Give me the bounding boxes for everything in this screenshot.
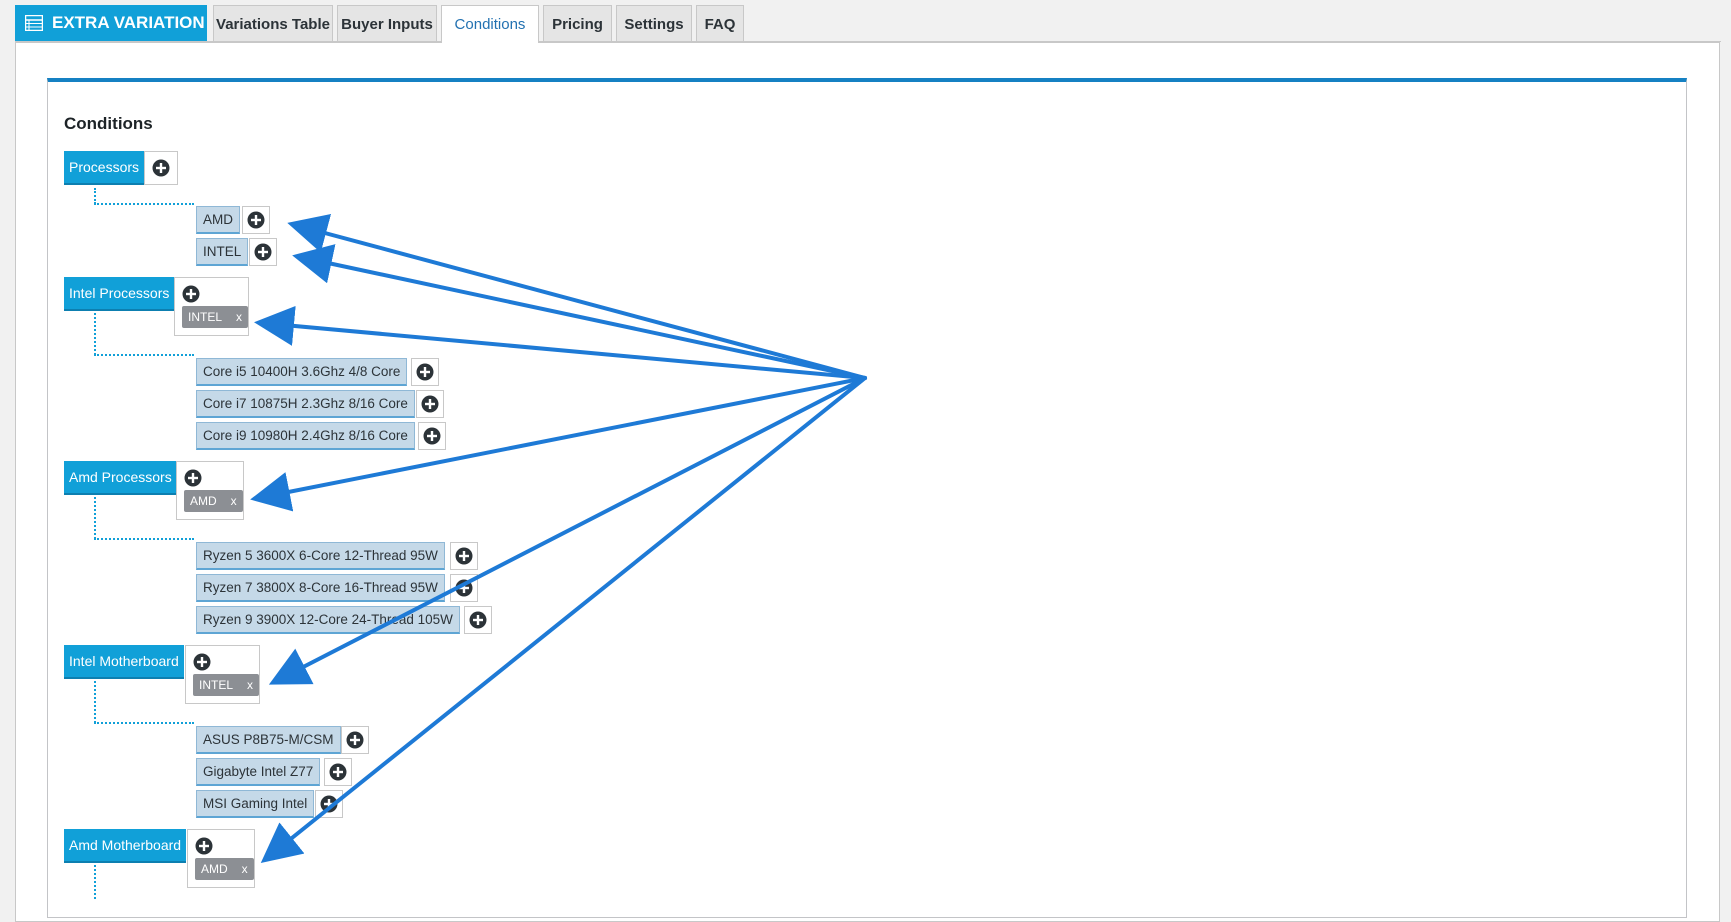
- group-intel-motherboard[interactable]: Intel Motherboard: [64, 645, 184, 679]
- plus-circle-icon: [416, 363, 434, 381]
- group-amd-motherboard[interactable]: Amd Motherboard: [64, 829, 187, 863]
- list-item[interactable]: Ryzen 9 3900X 12-Core 24-Thread 105W: [196, 606, 460, 634]
- list-item[interactable]: Gigabyte Intel Z77: [196, 758, 321, 786]
- plus-circle-icon: [247, 211, 265, 229]
- condition-box: INTEL x: [174, 277, 249, 336]
- plus-circle-icon: [329, 763, 347, 781]
- section-title: Conditions: [64, 114, 153, 133]
- list-item[interactable]: Core i7 10875H 2.3Ghz 8/16 Core: [196, 390, 415, 418]
- tab-faq[interactable]: FAQ: [696, 5, 744, 42]
- plus-circle-icon: [455, 579, 473, 597]
- add-condition-button[interactable]: [315, 790, 343, 818]
- chip-label: INTEL: [199, 678, 234, 692]
- chip-remove-button[interactable]: x: [230, 494, 237, 508]
- chip-label: INTEL: [188, 310, 223, 324]
- add-condition-button[interactable]: [249, 238, 277, 266]
- tab-buyer-inputs[interactable]: Buyer Inputs: [337, 5, 437, 42]
- list-item[interactable]: MSI Gaming Intel: [196, 790, 315, 818]
- tab-pricing[interactable]: Pricing: [543, 5, 612, 42]
- tree-connector: [94, 313, 96, 355]
- group-amd-processors[interactable]: Amd Processors: [64, 461, 177, 495]
- condition-chip: AMD x: [195, 858, 254, 880]
- tree-connector: [94, 203, 194, 205]
- plus-circle-icon: [193, 653, 211, 671]
- tab-conditions[interactable]: Conditions: [441, 5, 539, 43]
- plus-circle-icon: [182, 285, 200, 303]
- chip-label: AMD: [190, 494, 217, 508]
- condition-chip: AMD x: [184, 490, 243, 512]
- chip-label: AMD: [201, 862, 228, 876]
- plus-circle-icon: [423, 427, 441, 445]
- add-condition-button[interactable]: [341, 726, 369, 754]
- condition-box: INTEL x: [185, 645, 260, 704]
- plus-circle-icon: [346, 731, 364, 749]
- add-condition-button[interactable]: [411, 358, 439, 386]
- tab-variations-table[interactable]: Variations Table: [213, 5, 333, 42]
- add-condition-button[interactable]: [450, 574, 478, 602]
- tree-connector: [94, 681, 96, 723]
- plus-circle-icon: [469, 611, 487, 629]
- add-condition-button[interactable]: [450, 542, 478, 570]
- plus-circle-icon: [184, 469, 202, 487]
- group-processors[interactable]: Processors: [64, 151, 145, 185]
- condition-chip: INTEL x: [182, 306, 249, 328]
- app-brand: EXTRA VARIATION: [15, 5, 207, 41]
- add-condition-button[interactable]: [242, 206, 270, 234]
- list-item[interactable]: ASUS P8B75-M/CSM: [196, 726, 341, 754]
- plus-circle-icon: [421, 395, 439, 413]
- list-item[interactable]: Ryzen 5 3600X 6-Core 12-Thread 95W: [196, 542, 445, 570]
- add-condition-button[interactable]: [193, 653, 211, 674]
- plus-circle-icon: [152, 159, 170, 177]
- tree-connector: [94, 865, 96, 899]
- tab-divider: [15, 41, 1721, 42]
- tab-settings[interactable]: Settings: [616, 5, 692, 42]
- list-item[interactable]: AMD: [196, 206, 240, 234]
- add-condition-button[interactable]: [182, 285, 200, 306]
- tree-connector: [94, 538, 194, 540]
- add-condition-button[interactable]: [464, 606, 492, 634]
- list-item[interactable]: Core i9 10980H 2.4Ghz 8/16 Core: [196, 422, 415, 450]
- tree-connector: [94, 722, 194, 724]
- add-condition-button[interactable]: [184, 469, 202, 490]
- add-condition-button[interactable]: [418, 422, 446, 450]
- add-condition-button[interactable]: [195, 837, 213, 858]
- scrollbar-track[interactable]: [1720, 42, 1729, 899]
- group-intel-processors[interactable]: Intel Processors: [64, 277, 175, 311]
- tree-connector: [94, 497, 96, 539]
- chip-remove-button[interactable]: x: [247, 678, 254, 692]
- list-item[interactable]: INTEL: [196, 238, 249, 266]
- tab-bar: EXTRA VARIATION Variations Table Buyer I…: [15, 5, 1731, 43]
- plus-circle-icon: [320, 795, 338, 813]
- plus-circle-icon: [254, 243, 272, 261]
- plus-circle-icon: [455, 547, 473, 565]
- chip-remove-button[interactable]: x: [241, 862, 248, 876]
- add-condition-button[interactable]: [324, 758, 352, 786]
- chip-remove-button[interactable]: x: [236, 310, 243, 324]
- tree-connector: [94, 188, 96, 204]
- list-item[interactable]: Ryzen 7 3800X 8-Core 16-Thread 95W: [196, 574, 445, 602]
- list-item[interactable]: Core i5 10400H 3.6Ghz 4/8 Core: [196, 358, 408, 386]
- condition-box: AMD x: [176, 461, 244, 520]
- plus-circle-icon: [195, 837, 213, 855]
- table-list-icon: [24, 14, 44, 32]
- tree-connector: [94, 354, 194, 356]
- app-title: EXTRA VARIATION: [52, 13, 205, 32]
- add-condition-button[interactable]: [416, 390, 444, 418]
- add-condition-button[interactable]: [144, 151, 178, 185]
- condition-box: AMD x: [187, 829, 255, 888]
- condition-chip: INTEL x: [193, 674, 260, 696]
